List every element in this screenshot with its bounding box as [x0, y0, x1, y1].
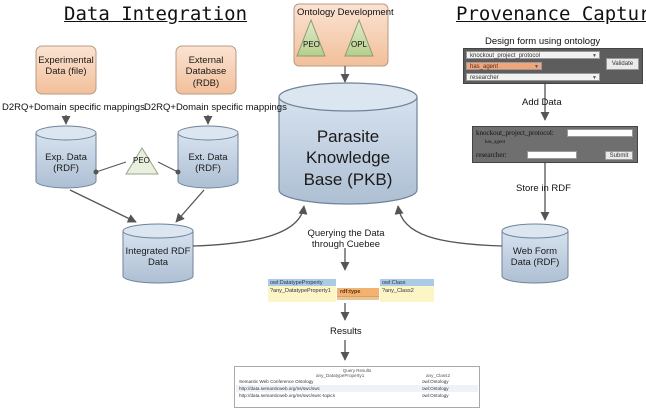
query-left-header: owl:DatatypeProperty	[270, 280, 323, 286]
row-cell-col2: owl:Ontology	[422, 393, 449, 398]
external-database-label: External Database (RDB)	[185, 55, 227, 89]
table-row: http://data.semanticweb.org/ns/swc/swrc-…	[236, 392, 478, 399]
data-integration-title: Data Integration	[64, 3, 248, 25]
row-cell-col1: http://data.semanticweb.org/ns/swc/swrc-…	[239, 393, 335, 398]
mapping-label-right: D2RQ+Domain specific mappings	[144, 102, 287, 113]
opl-triangle	[344, 18, 374, 57]
peo-triangle	[296, 18, 326, 57]
chevron-down-icon: ▼	[534, 64, 539, 70]
add-data-panel: knockout_project_protocol: has_agent res…	[472, 126, 638, 163]
arrow-integrated-to-pkb	[192, 205, 308, 247]
agent-select-value: has_agent	[470, 64, 499, 70]
researcher-field-label: researcher:	[476, 151, 507, 159]
mapping-label-left: D2RQ+Domain specific mappings	[2, 102, 145, 113]
results-label: Results	[330, 326, 362, 337]
pkb-cylinder	[278, 82, 418, 205]
protocol-select-value: knockout_project_protocol	[470, 53, 541, 59]
store-rdf-label: Store in RDF	[516, 183, 571, 194]
pkb-label: Parasite Knowledge Base (PKB)	[303, 127, 393, 189]
researcher-field[interactable]	[527, 151, 577, 159]
query-predicate[interactable]: rdf:type	[340, 289, 361, 295]
validate-button[interactable]: Validate	[606, 58, 639, 70]
chevron-down-icon: ▼	[592, 53, 597, 59]
protocol-field[interactable]	[567, 129, 633, 137]
row-cell-col2: owl:Ontology	[422, 386, 449, 391]
query-right-header: owl:Class	[382, 280, 406, 286]
protocol-select[interactable]: knockout_project_protocol ▼	[466, 51, 600, 59]
table-row: http://data.semanticweb.org/ns/swc/swc o…	[236, 385, 478, 392]
provenance-capture-title: Provenance Capture	[456, 3, 646, 25]
col1-header: any_DatatypeProperty1	[316, 373, 365, 378]
researcher-select[interactable]: researcher ▼	[466, 73, 600, 81]
arrow-exp-to-integrated	[69, 189, 137, 223]
integrated-rdf-label: Integrated RDF Data	[125, 246, 191, 269]
query-left-variable[interactable]: ?any_DatatypeProperty1	[270, 288, 331, 294]
row-cell-col1: http://data.semanticweb.org/ns/swc/swc	[239, 386, 320, 391]
row-cell-col2: owl:Ontology	[422, 379, 449, 384]
query-results-table: Query Results any_DatatypeProperty1 any_…	[234, 366, 480, 408]
arrow-ext-to-integrated	[175, 189, 205, 223]
query-right-variable[interactable]: ?any_Class2	[382, 288, 414, 294]
exp-data-cylinder	[35, 125, 97, 189]
table-row: Semantic Web Conference Ontology owl:Ont…	[236, 378, 478, 385]
protocol-field-label: knockout_project_protocol:	[476, 129, 554, 137]
web-form-cylinder	[501, 223, 569, 284]
querying-label: Querying the Data through Cuebee	[307, 228, 385, 251]
researcher-select-value: researcher	[470, 75, 499, 81]
submit-button[interactable]: Submit	[605, 151, 633, 160]
row-cell-col1: Semantic Web Conference Ontology	[239, 379, 314, 384]
ext-data-cylinder	[177, 125, 239, 189]
add-data-label: Add Data	[522, 97, 562, 108]
ext-data-label: Ext. Data (RDF)	[188, 152, 228, 175]
integrated-rdf-cylinder	[122, 223, 194, 284]
design-form-panel: knockout_project_protocol ▼ has_agent ▼ re…	[463, 48, 643, 84]
opl-label: OPL	[351, 40, 368, 49]
design-form-label: Design form using ontology	[485, 36, 601, 47]
agent-select[interactable]: has_agent ▼	[466, 62, 542, 70]
results-table-title: Query Results	[342, 368, 372, 373]
ontology-development-label: Ontology Development	[297, 7, 394, 18]
experimental-data-label: Experimental Data (file)	[38, 55, 94, 78]
external-database-box	[175, 45, 237, 95]
table-header-row: any_DatatypeProperty1 any_Class2	[236, 372, 478, 379]
peo-label: PEO	[303, 40, 320, 49]
exp-data-label: Exp. Data (RDF)	[45, 152, 87, 175]
chevron-down-icon: ▼	[592, 75, 597, 81]
has-agent-label: has_agent	[485, 140, 505, 145]
web-form-data-label: Web Form Data (RDF)	[510, 246, 560, 269]
col2-header: any_Class2	[426, 373, 451, 378]
peo-small-triangle	[125, 147, 159, 175]
peo-small-label: PEO	[133, 156, 150, 165]
arrow-webform-to-pkb	[394, 205, 503, 247]
experimental-data-box	[35, 45, 97, 95]
